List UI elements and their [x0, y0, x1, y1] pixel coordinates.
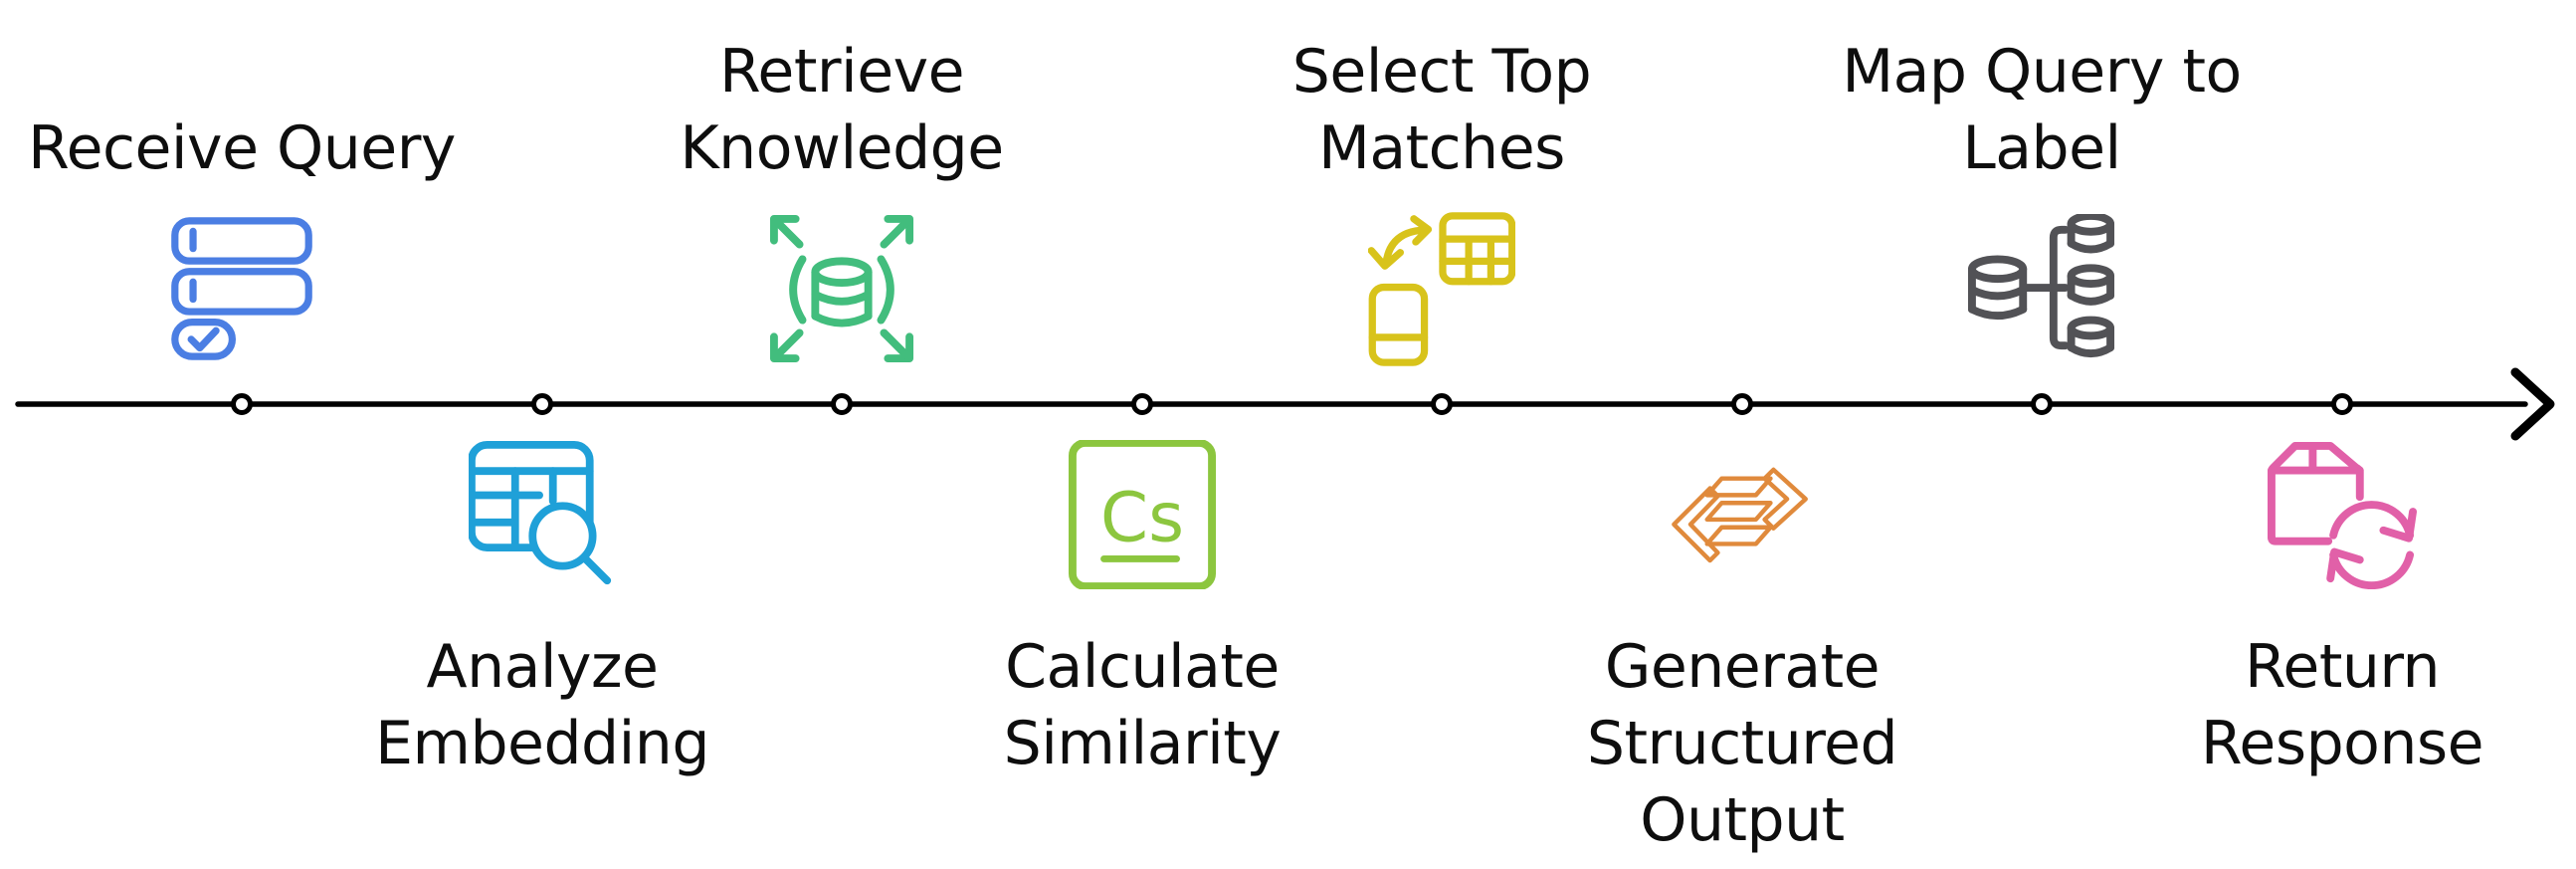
- step-label-generate: Generate Structured Output: [1586, 632, 1898, 855]
- timeline-node: [531, 393, 553, 415]
- timeline-node: [231, 393, 253, 415]
- step-label-calculate: Calculate Similarity: [1003, 632, 1282, 778]
- step-label-receive-query: Receive Query: [28, 113, 456, 183]
- element-tile-icon: Cs: [1066, 439, 1219, 590]
- table-search-icon: [466, 439, 619, 590]
- timeline-node: [2031, 393, 2053, 415]
- step-label-map-query-to: Map Query to Label: [1842, 37, 2242, 183]
- timeline-node: [2331, 393, 2353, 415]
- step-label-retrieve: Retrieve Knowledge: [680, 37, 1004, 183]
- step-label-analyze: Analyze Embedding: [375, 632, 709, 778]
- flow-arrows-icon: [1666, 439, 1819, 590]
- server-checklist-icon: [165, 213, 318, 364]
- device-table-transfer-icon: [1365, 211, 1518, 366]
- timeline-node: [1731, 393, 1753, 415]
- package-sync-icon: [2266, 439, 2419, 590]
- step-label-return: Return Response: [2200, 632, 2484, 778]
- element-symbol: Cs: [1100, 479, 1184, 558]
- timeline-node: [831, 393, 853, 415]
- timeline-node: [1131, 393, 1153, 415]
- timeline-node: [1431, 393, 1453, 415]
- step-label-select-top: Select Top Matches: [1291, 37, 1592, 183]
- database-mapping-icon: [1965, 213, 2118, 364]
- database-expand-icon: [765, 213, 918, 364]
- arrowhead-icon: [2510, 367, 2555, 441]
